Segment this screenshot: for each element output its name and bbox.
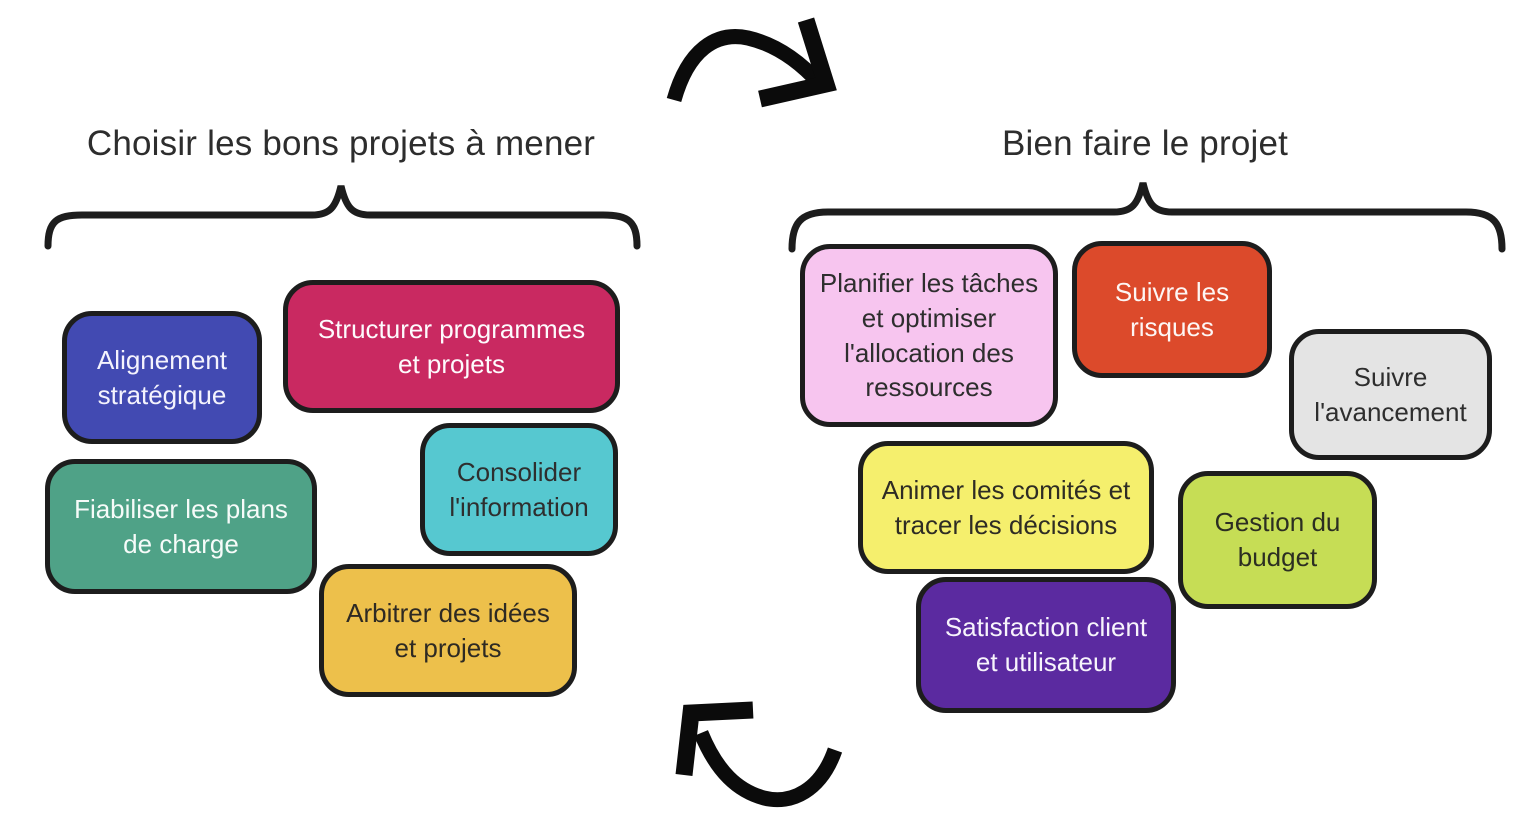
card-label: Animer les comités et tracer les décisio… [881,474,1131,540]
card-label: Suivre les risques [1114,276,1230,342]
card-fiabiliser-plans-charge: Fiabiliser les plans de charge [45,459,317,594]
card-arbitrer-idees-projets: Arbitrer des idées et projets [319,564,577,697]
card-animer-comites-decisions: Animer les comités et tracer les décisio… [858,441,1154,574]
card-label: Consolider l'information [449,456,589,522]
card-alignement-strategique: Alignement stratégique [62,311,262,444]
right-group-brace [788,182,1506,253]
curved-arrow-left-icon [675,701,843,808]
right-group-title: Bien faire le projet [1001,124,1289,163]
left-group-brace [44,185,641,250]
card-label: Satisfaction client et utilisateur [944,612,1148,677]
card-label: Planifier les tâches et optimiser l'allo… [819,268,1039,403]
card-suivre-risques: Suivre les risques [1072,241,1272,378]
card-suivre-avancement: Suivre l'avancement [1289,329,1492,460]
card-label: Fiabiliser les plans de charge [74,493,288,559]
card-satisfaction-client: Satisfaction client et utilisateur [916,577,1176,713]
card-label: Gestion du budget [1214,507,1341,572]
card-label: Alignement stratégique [96,344,228,410]
card-consolider-information: Consolider l'information [420,423,618,556]
card-planifier-taches-ressources: Planifier les tâches et optimiser l'allo… [800,244,1058,427]
card-label: Structurer programmes et projets [317,313,586,379]
left-group-title: Choisir les bons projets à mener [86,124,596,163]
card-structurer-programmes: Structurer programmes et projets [283,280,620,413]
card-gestion-budget: Gestion du budget [1178,471,1377,609]
curved-arrow-right-icon [666,17,837,108]
card-label: Arbitrer des idées et projets [346,597,550,663]
card-label: Suivre l'avancement [1314,361,1467,427]
